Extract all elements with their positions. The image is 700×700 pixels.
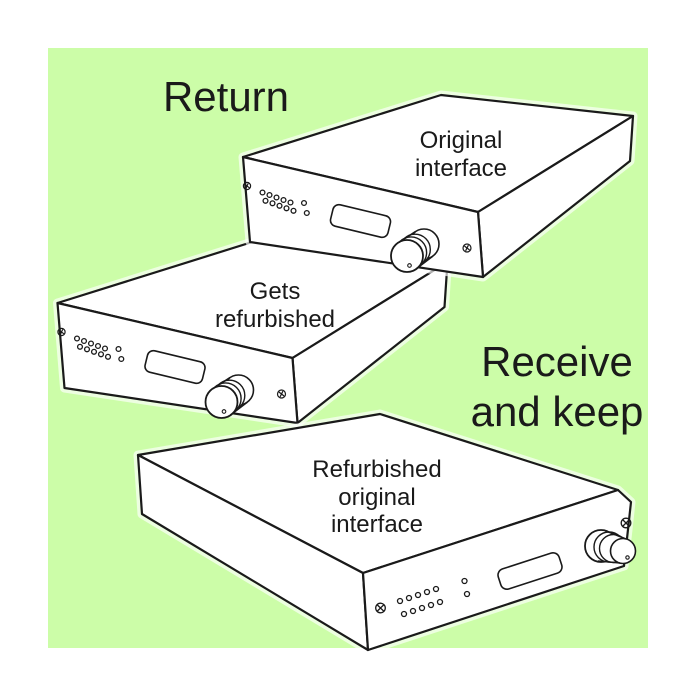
refurbished-label-line2: original <box>338 483 416 511</box>
refurbished-label-line1: Refurbished <box>312 456 442 483</box>
receive-label-line1: Receive <box>481 338 633 385</box>
original-interface-label-line1: Original <box>419 127 503 154</box>
gets-refurbished-label-line2: refurbished <box>214 305 336 333</box>
receive-and-keep-label: Receive and keep <box>471 337 644 437</box>
screw-icon <box>375 602 386 614</box>
refurbished-label-line3: interface <box>330 511 424 538</box>
gets-refurbished-label-line1: Gets <box>249 278 301 305</box>
screw-icon <box>620 517 632 529</box>
display-slot <box>497 552 563 590</box>
device-front-face <box>361 488 633 652</box>
gets-refurbished-label: Gets refurbished <box>215 278 335 333</box>
return-label-text: Return <box>162 73 290 120</box>
volume-knob <box>584 529 637 565</box>
return-label: Return <box>163 74 289 120</box>
device-refurbished-original <box>133 409 637 655</box>
original-interface-label: Original interface <box>415 127 507 182</box>
receive-label-line2: and keep <box>470 388 644 435</box>
knob-marker-dot <box>625 555 630 560</box>
vent-holes <box>396 577 471 618</box>
refurbished-original-interface-label: Refurbished original interface <box>312 456 441 539</box>
original-interface-label-line2: interface <box>414 154 508 182</box>
